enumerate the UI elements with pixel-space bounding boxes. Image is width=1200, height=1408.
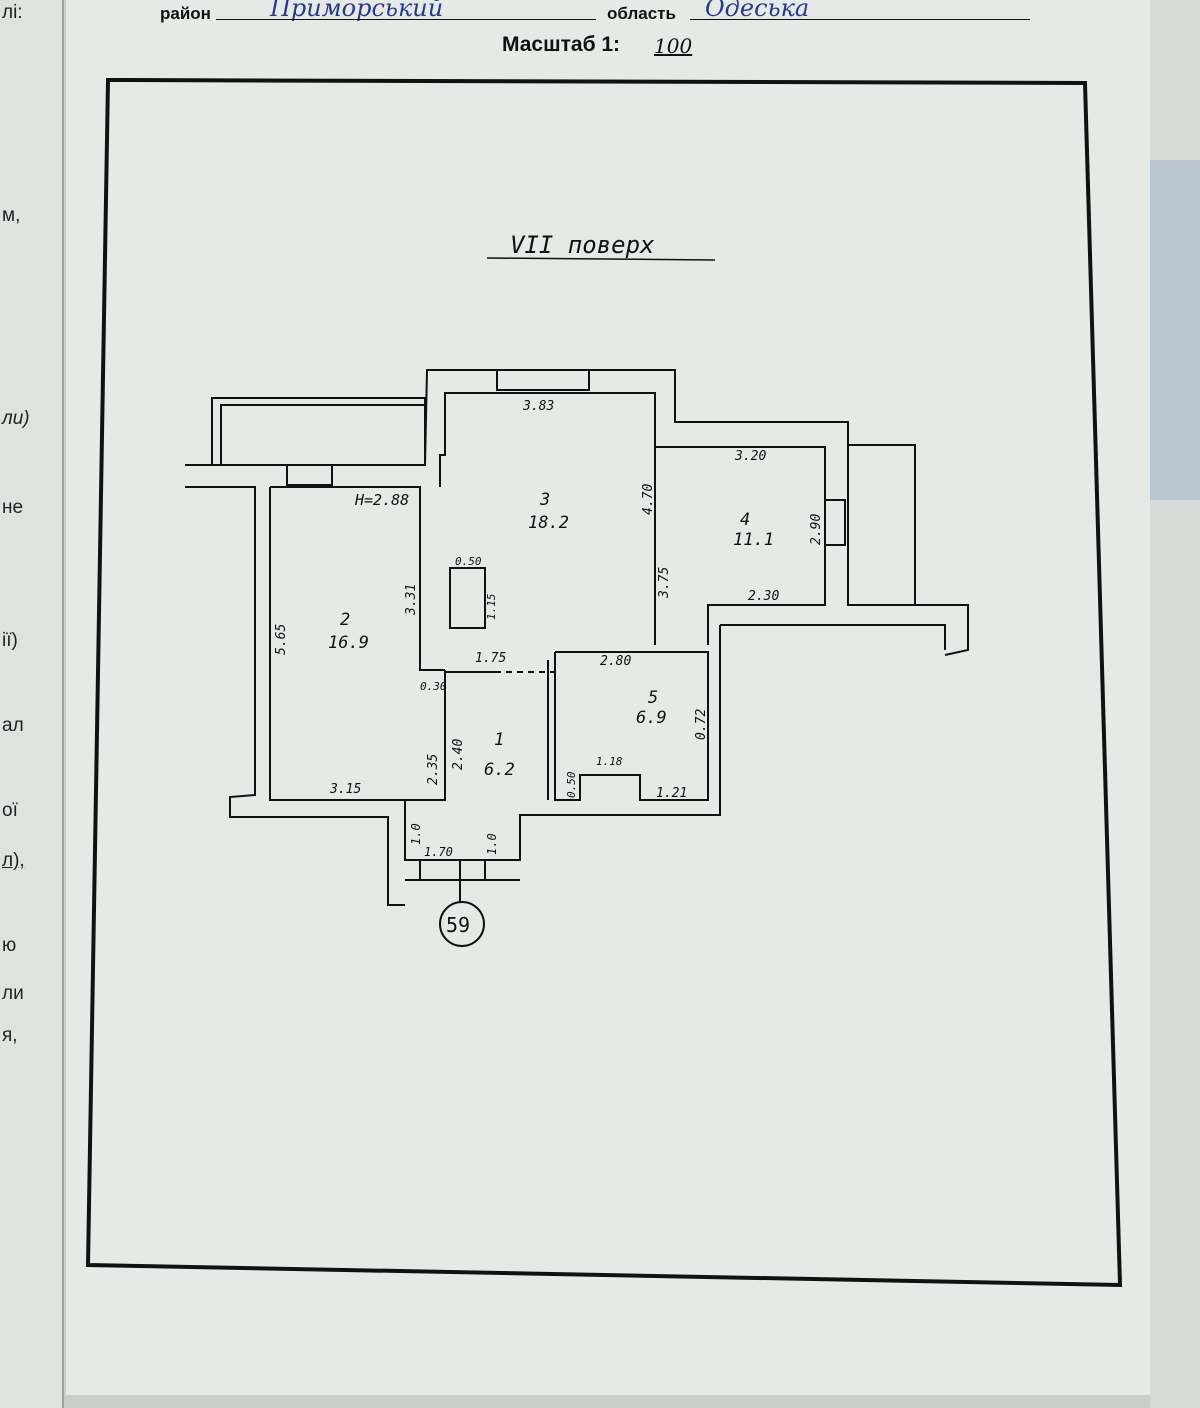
background-papers	[1150, 0, 1200, 1408]
left-page-text: л),	[2, 850, 25, 871]
room-1-area: 6.2	[484, 760, 515, 780]
dimension: 1.18	[596, 755, 623, 768]
dimension: 2.40	[451, 739, 466, 770]
room-3-number: 3	[539, 490, 550, 510]
room-labels: 1 6.2 2 16.9 3 18.2 4 11.1 5 6.9 H=2.88	[328, 490, 774, 780]
region-underline	[690, 19, 1030, 20]
dimension: 2.80	[600, 654, 631, 669]
left-page-text: ли	[2, 983, 24, 1004]
region-label: область	[607, 4, 676, 23]
floor-title: VII поверх	[510, 231, 655, 259]
ceiling-height: H=2.88	[354, 491, 409, 509]
title-underline	[486, 257, 716, 261]
dimension: 1.0	[485, 833, 499, 855]
dimension: 3.31	[404, 584, 419, 616]
dimension: 1.0	[409, 823, 423, 845]
dimension: 2.90	[809, 514, 824, 545]
dimension: 3.20	[734, 449, 766, 464]
dimension: 2.35	[426, 754, 441, 785]
dimension: 0.50	[565, 771, 578, 798]
room-5-number: 5	[648, 688, 658, 708]
dimension: 1.15	[485, 594, 498, 621]
left-page-text: ю	[2, 935, 17, 956]
apartment-marker	[439, 901, 485, 947]
left-page-text: я,	[2, 1025, 18, 1046]
district-label: район	[160, 4, 211, 23]
left-page-text: не	[2, 497, 24, 518]
room-5-area: 6.9	[636, 708, 667, 728]
dimension-labels: 3.83 3.20 4.70 3.75 2.90 2.30 5.65 3.31 …	[274, 399, 824, 859]
dimension: 0.72	[694, 709, 709, 740]
region-value: Одеська	[705, 0, 810, 22]
dimension: 3.83	[522, 399, 554, 414]
walls	[185, 369, 969, 906]
dimension: 1.21	[656, 786, 687, 801]
scale-label: Масштаб 1:	[502, 33, 621, 56]
document-page	[66, 0, 1156, 1395]
dimension: 4.70	[641, 484, 656, 515]
dimension: 1.70	[424, 845, 453, 859]
left-page-text: ії)	[2, 630, 18, 651]
dimension: 2.30	[748, 589, 779, 604]
room-1-number: 1	[494, 730, 504, 750]
district-underline	[216, 19, 596, 20]
left-page-text: м,	[2, 205, 21, 226]
dimension: 1.75	[475, 651, 506, 666]
left-page-text: ал	[2, 715, 24, 736]
district-value: Приморський	[270, 0, 444, 22]
dimension: 3.15	[329, 782, 361, 797]
room-4-area: 11.1	[733, 530, 774, 550]
adjacent-page: лі: м, ли) не ії) ал ої л), ю ли я,	[0, 0, 64, 1408]
left-page-text: ої	[2, 800, 18, 821]
dimension: 5.65	[274, 624, 289, 655]
left-page-text: ли)	[2, 408, 30, 429]
room-2-number: 2	[340, 610, 350, 630]
left-page-text: лі:	[2, 2, 23, 23]
room-3-area: 18.2	[528, 513, 569, 533]
room-2-area: 16.9	[328, 633, 369, 653]
dimension: 3.75	[657, 567, 672, 599]
scale-value: 100	[654, 34, 693, 58]
dimension: 0.30	[420, 680, 447, 693]
room-4-number: 4	[740, 510, 750, 530]
dimension: 0.50	[455, 555, 482, 568]
apartment-number: 59	[446, 913, 470, 937]
drawing-frame	[85, 77, 1123, 1288]
